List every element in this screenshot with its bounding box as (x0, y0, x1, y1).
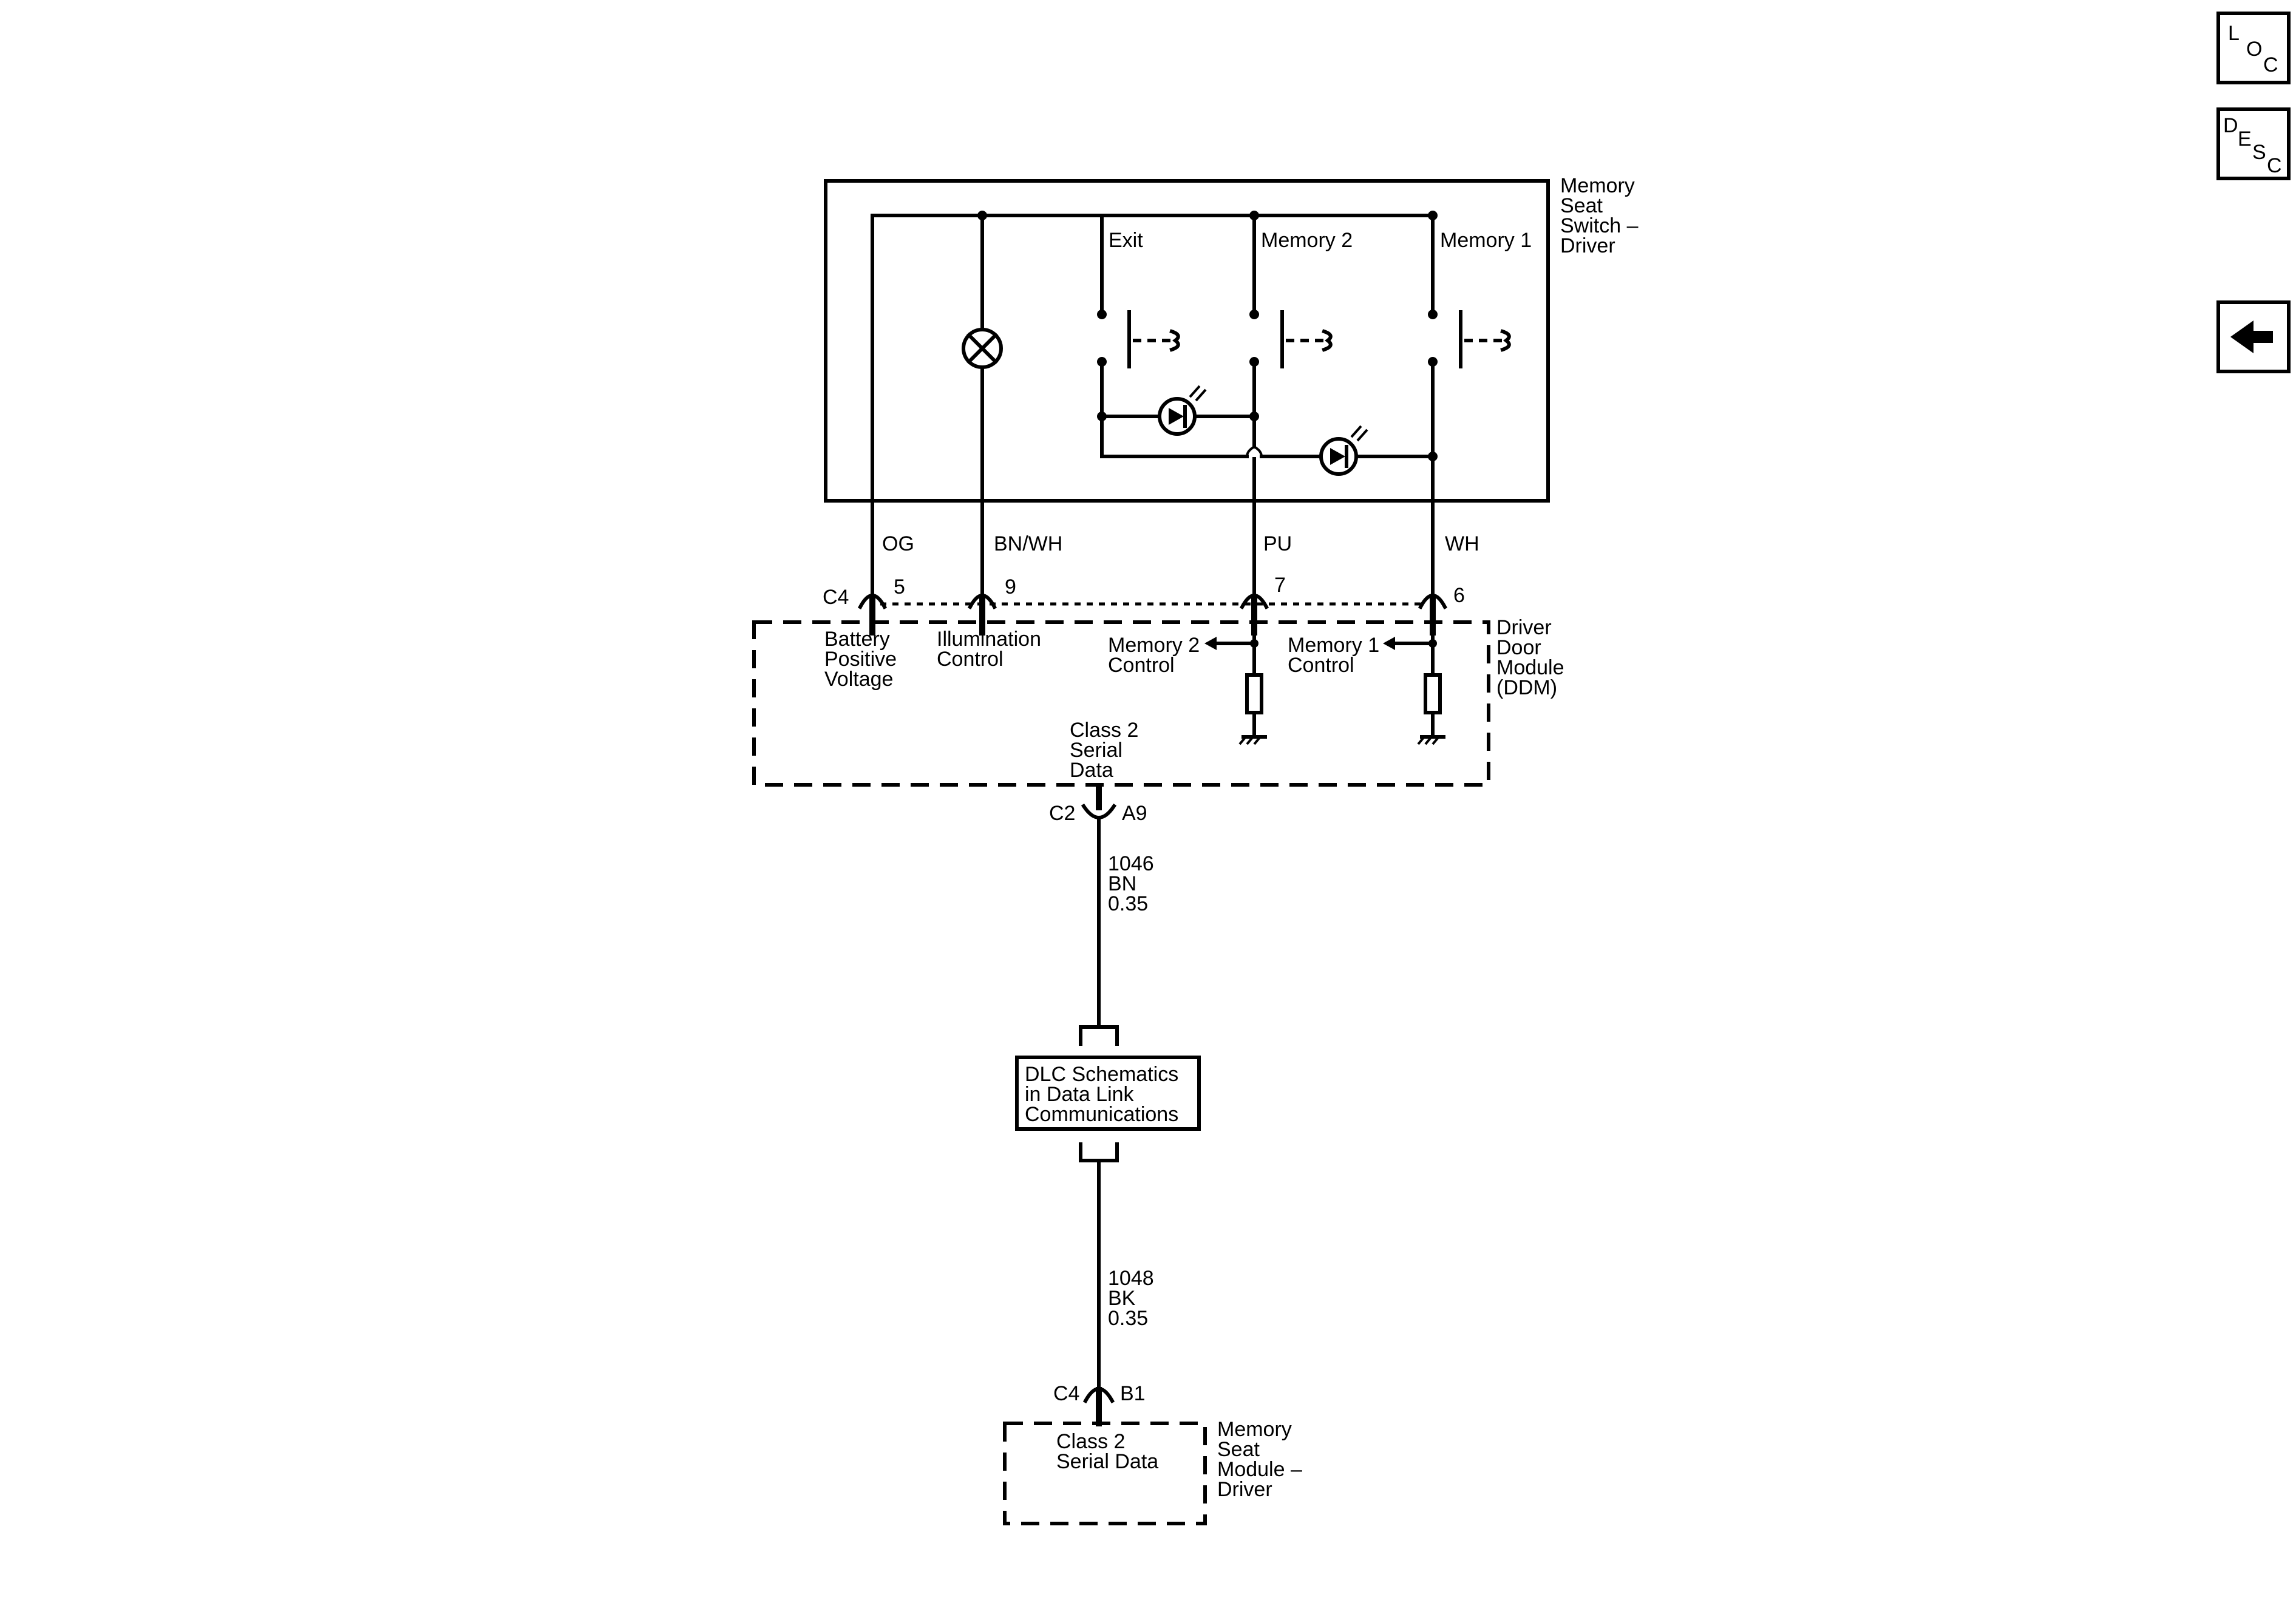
wire-label-bnwh: BN/WH (994, 532, 1062, 555)
connector-id: C2 (1049, 802, 1075, 825)
memory-seat-switch: Exit Memory 2 Memory 1 Memory Seat Switc… (824, 174, 1639, 600)
memory1-switch-icon (1459, 310, 1511, 368)
svg-text:1048: 1048 (1108, 1267, 1154, 1290)
exit-switch-icon (1127, 310, 1180, 368)
ground-icon (1417, 735, 1445, 745)
svg-text:Illumination: Illumination (937, 628, 1041, 651)
memory2-control-label: Memory 2 Control (1108, 634, 1200, 677)
svg-text:Memory 2: Memory 2 (1108, 634, 1200, 657)
switch-name: Memory Seat Switch – Driver (1560, 174, 1639, 257)
msm-name: Memory Seat Module – Driver (1217, 1418, 1302, 1501)
wire-label-og: OG (882, 532, 914, 555)
svg-text:Door: Door (1496, 636, 1541, 659)
pin-6: 6 (1453, 584, 1465, 607)
svg-text:(DDM): (DDM) (1496, 676, 1557, 699)
memory2-switch-icon (1280, 310, 1333, 368)
connector-c2: C2 A9 (1049, 783, 1147, 825)
svg-text:Battery: Battery (824, 628, 890, 651)
svg-text:O: O (2246, 38, 2262, 61)
svg-text:0.35: 0.35 (1108, 892, 1148, 915)
driver-door-module: Battery Positive Voltage Illumination Co… (752, 616, 1564, 787)
svg-text:Module –: Module – (1217, 1458, 1302, 1481)
illumination-lamp-icon (962, 328, 1003, 369)
svg-text:Seat: Seat (1217, 1438, 1260, 1461)
exit-label: Exit (1109, 229, 1143, 252)
led-indicator-icon (1158, 385, 1207, 436)
svg-text:Serial: Serial (1070, 739, 1123, 762)
svg-text:Memory 1: Memory 1 (1288, 634, 1379, 657)
svg-text:Communications: Communications (1025, 1103, 1178, 1126)
connector-id: C4 (1053, 1382, 1079, 1405)
svg-text:D: D (2223, 114, 2238, 137)
connector-c4-ddm: C4 5 9 7 6 (823, 574, 1465, 636)
svg-text:C: C (2263, 53, 2278, 76)
svg-text:Switch –: Switch – (1560, 214, 1639, 237)
svg-text:BK: BK (1108, 1287, 1136, 1310)
pin-5: 5 (894, 575, 905, 598)
wire-label-pu: PU (1263, 532, 1292, 555)
pin-7: 7 (1274, 574, 1286, 597)
svg-text:L: L (2228, 22, 2240, 45)
svg-text:E: E (2238, 127, 2252, 151)
svg-text:Seat: Seat (1560, 194, 1603, 217)
ddm-name: Driver Door Module (DDM) (1496, 616, 1564, 699)
svg-text:Class 2: Class 2 (1070, 719, 1138, 742)
led-indicator-icon (1319, 425, 1368, 476)
battery-voltage-label: Battery Positive Voltage (824, 628, 897, 691)
svg-text:Control: Control (1108, 654, 1175, 677)
svg-text:Driver: Driver (1560, 234, 1615, 257)
desc-button[interactable]: D E S C (2216, 107, 2291, 180)
svg-text:S: S (2252, 141, 2266, 164)
svg-text:Data: Data (1070, 759, 1113, 782)
svg-text:Memory: Memory (1217, 1418, 1292, 1441)
wire-1048-label: 1048 BK 0.35 (1108, 1267, 1154, 1330)
svg-text:Control: Control (937, 648, 1004, 671)
left-arrow-icon (2230, 320, 2273, 353)
wire-1046-label: 1046 BN 0.35 (1108, 852, 1154, 915)
pin-a9: A9 (1122, 802, 1147, 825)
svg-text:C: C (2267, 154, 2282, 177)
connector-c4-msm: C4 B1 (1053, 1382, 1146, 1426)
svg-text:Positive: Positive (824, 648, 897, 671)
loc-button[interactable]: L O C (2216, 12, 2291, 84)
memory-seat-module: Class 2 Serial Data Memory Seat Module –… (1003, 1418, 1302, 1525)
svg-text:Class 2: Class 2 (1056, 1430, 1125, 1453)
illumination-control-label: Illumination Control (937, 628, 1041, 671)
svg-text:Control: Control (1288, 654, 1354, 677)
memory1-control-label: Memory 1 Control (1288, 634, 1379, 677)
svg-text:0.35: 0.35 (1108, 1307, 1148, 1330)
memory2-label: Memory 2 (1261, 229, 1353, 252)
dlc-schematics-box[interactable]: DLC Schematics in Data Link Communicatio… (1015, 1025, 1201, 1162)
wire-label-wh: WH (1445, 532, 1479, 555)
pin-9: 9 (1005, 575, 1016, 598)
svg-text:Voltage: Voltage (824, 668, 893, 691)
svg-text:Driver: Driver (1496, 616, 1552, 639)
svg-text:Module: Module (1496, 656, 1564, 679)
ground-icon (1238, 735, 1267, 745)
serial-data-label: Class 2 Serial Data (1070, 719, 1138, 782)
svg-text:Memory: Memory (1560, 174, 1635, 197)
svg-text:in Data Link: in Data Link (1025, 1083, 1135, 1106)
svg-text:1046: 1046 (1108, 852, 1154, 875)
pin-b1: B1 (1120, 1382, 1146, 1405)
connector-id: C4 (823, 586, 849, 609)
svg-text:DLC Schematics: DLC Schematics (1025, 1063, 1178, 1086)
svg-text:BN: BN (1108, 872, 1136, 895)
memory1-label: Memory 1 (1440, 229, 1532, 252)
back-button[interactable] (2216, 300, 2291, 373)
svg-text:Serial Data: Serial Data (1056, 1450, 1158, 1473)
svg-text:Driver: Driver (1217, 1478, 1272, 1501)
